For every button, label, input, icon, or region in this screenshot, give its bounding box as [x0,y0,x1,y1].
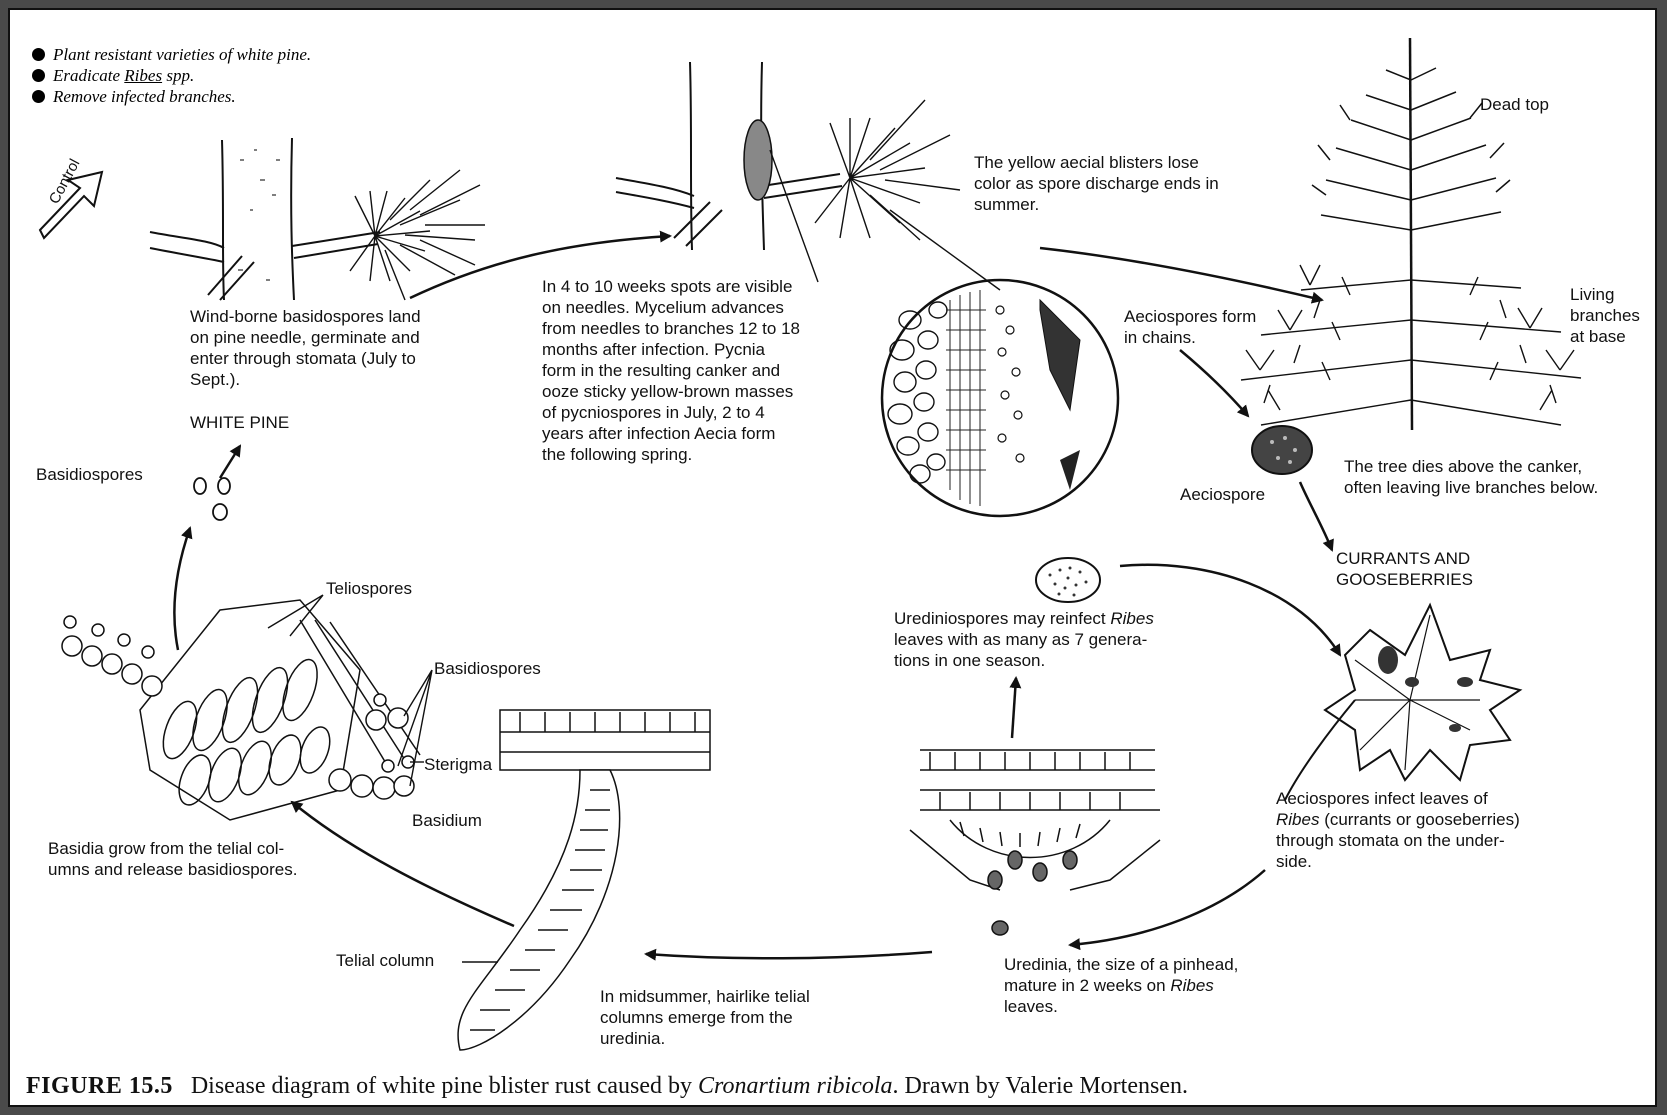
label-living-branches: Living branches at base [1570,284,1640,347]
label-aeciospores-infect: Aeciospores infect leaves of Ribes (curr… [1276,788,1520,872]
caption-text-pre: Disease diagram of white pine blister ru… [191,1073,698,1099]
pine-needle-tuft-center [815,100,960,240]
control-item-post: spp. [162,66,194,85]
bullet-icon [32,69,45,82]
label-urediniospores: Urediniospores may reinfect Ribes leaves… [894,608,1154,671]
label-midsummer: In midsummer, hairlike telial columns em… [600,986,810,1049]
caption-species: Cronartium ribicola [698,1073,892,1099]
label-aeciospores-chains: Aeciospores form in chains. [1124,306,1256,348]
arrow-uredinia-up [1012,678,1016,738]
uredinia-cross-section [910,750,1160,935]
diagram-frame: Plant resistant varieties of white pine.… [8,8,1657,1107]
bullet-icon [32,90,45,103]
caption-text-post: . Drawn by Valerie Mortensen. [893,1073,1188,1099]
label-basidium: Basidium [412,810,482,831]
label-uredinia-post: leaves. [1004,997,1058,1016]
label-urediniospores-italic: Ribes [1110,609,1153,628]
ribes-leaf-illustration [1285,605,1520,800]
aecia-cross-section [882,280,1118,516]
label-wind-borne: Wind-borne basidospores land on pine nee… [190,306,421,390]
control-list: Plant resistant varieties of white pine.… [32,44,332,107]
label-currants: CURRANTS AND GOOSEBERRIES [1336,548,1473,590]
leader-lines [268,150,1000,962]
arrow-spores-to-pine [220,446,240,478]
figure-caption: FIGURE 15.5 Disease diagram of white pin… [26,1073,1646,1100]
urediniospore-illustration [1036,558,1100,602]
label-spots-visible: In 4 to 10 weeks spots are visible on ne… [542,276,800,465]
white-pine-trunk-illustration [150,138,380,300]
arrow-leaf-to-uredinia [1070,870,1265,945]
control-item: Eradicate Ribes spp. [32,65,332,86]
label-teliospores: Teliospores [326,578,412,599]
figure-number: FIGURE 15.5 [26,1073,173,1099]
label-telial-column: Telial column [336,950,434,971]
control-item: Remove infected branches. [32,86,332,107]
control-item-text: Eradicate Ribes spp. [53,65,194,86]
arrow-chains-to-aeciospore [1180,350,1248,416]
label-urediniospores-pre: Urediniospores may reinfect [894,609,1110,628]
arrow-basidia-to-spores [174,528,190,650]
aeciospore-illustration [1252,426,1312,474]
label-sterigma: Sterigma [424,754,492,775]
arrow-canker-to-tree [1040,248,1322,300]
label-basidia-grow: Basidia grow from the telial col- umns a… [48,838,297,880]
control-item-underlined: Ribes [124,66,162,85]
control-item-pre: Eradicate [53,66,124,85]
label-white-pine: WHITE PINE [190,412,289,433]
control-item: Plant resistant varieties of white pine. [32,44,332,65]
control-item-text: Plant resistant varieties of white pine. [53,44,311,65]
label-aecial-blisters: The yellow aecial blisters lose color as… [974,152,1219,215]
bullet-icon [32,48,45,61]
label-uredinia-italic: Ribes [1170,976,1213,995]
label-tree-dies: The tree dies above the canker, often le… [1344,456,1598,498]
label-aeciospores-infect-italic: Ribes [1276,810,1319,829]
label-aeciospore: Aeciospore [1180,484,1265,505]
basidiospores-illustration [194,478,230,520]
label-basidiospores-top: Basidiospores [36,464,143,485]
arrow-uredinia-to-telial [646,952,932,958]
pine-needle-tuft-left [350,170,485,300]
label-urediniospores-post: leaves with as many as 7 genera- tions i… [894,630,1147,670]
label-uredinia: Uredinia, the size of a pinhead, mature … [1004,954,1238,1017]
label-dead-top: Dead top [1480,94,1549,115]
control-item-text: Remove infected branches. [53,86,236,107]
label-aeciospores-infect-pre: Aeciospores infect leaves of [1276,789,1488,808]
arrow-aeciospore-to-currants [1300,482,1332,550]
canker-trunk-illustration [616,62,842,250]
label-basidiospores-mid: Basidiospores [434,658,541,679]
